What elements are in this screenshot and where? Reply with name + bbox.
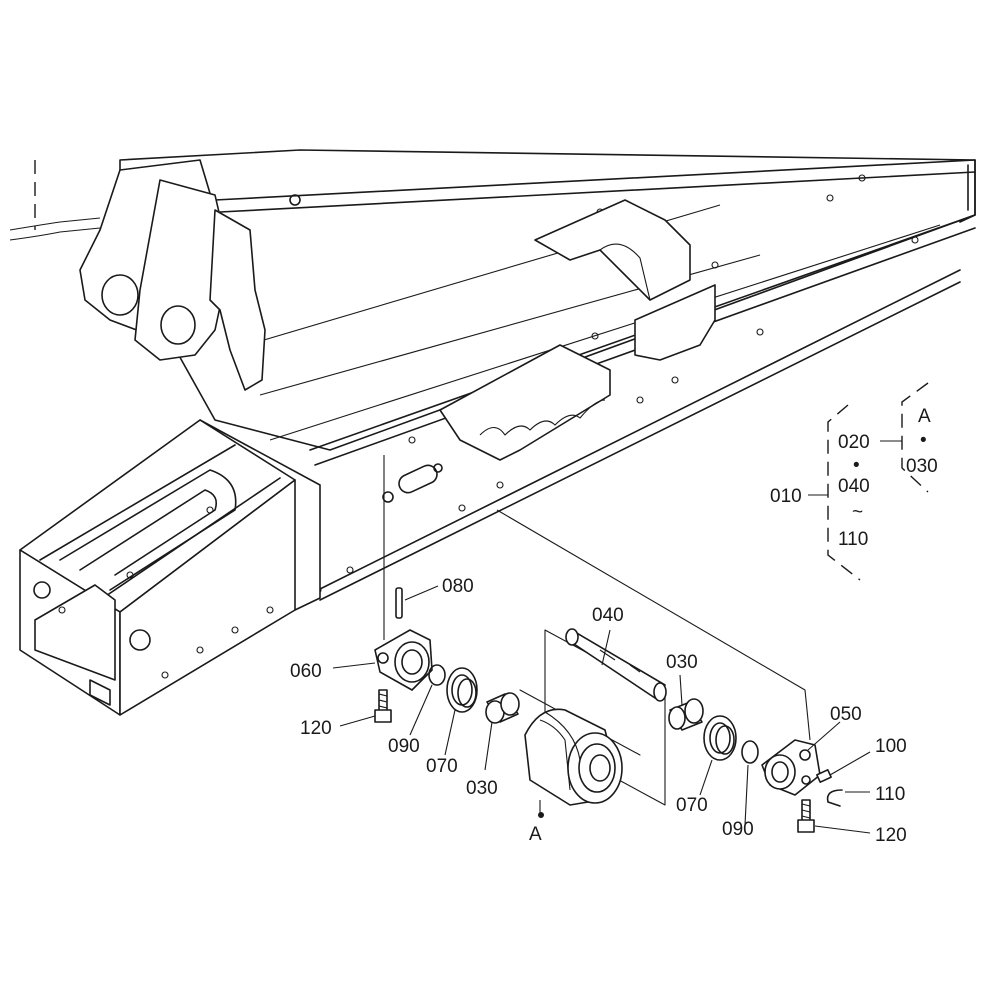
legend-020: 020 [838, 432, 870, 453]
callout-030-right: 030 [666, 652, 698, 673]
bolt-120-left [374, 689, 392, 723]
track-frame [9, 149, 976, 716]
assembly-legend: 010 020 • 040 ~ 110 A • 030 [770, 382, 938, 581]
bolt-120-right [797, 799, 815, 833]
callout-120-right: 120 [875, 825, 907, 846]
oring-090-left [428, 664, 446, 686]
legend-110: 110 [838, 529, 868, 550]
shaft-040 [565, 628, 667, 702]
legend-dot: • [853, 455, 860, 476]
callout-120-left: 120 [300, 718, 332, 739]
legend-group-A: A [918, 406, 931, 427]
legend-group-030: 030 [906, 456, 938, 477]
bushing-030-left [485, 692, 520, 724]
callout-070-right: 070 [676, 795, 708, 816]
callout-030-left: 030 [466, 778, 498, 799]
legend-tilde: ~ [852, 502, 863, 523]
callout-070-left: 070 [426, 756, 458, 777]
callout-060: 060 [290, 661, 322, 682]
snap-ring-110 [826, 789, 843, 807]
legend-040: 040 [838, 476, 870, 497]
callout-080: 080 [442, 576, 474, 597]
callout-110: 110 [875, 784, 905, 805]
track-roller-A [524, 708, 623, 818]
bushing-030-right [668, 698, 704, 731]
seal-070-right [703, 715, 737, 761]
callout-040: 040 [592, 605, 624, 626]
callout-090-right: 090 [722, 819, 754, 840]
callout-A-roller: A [529, 824, 542, 845]
seal-070-left [446, 667, 478, 713]
callout-100: 100 [875, 736, 907, 757]
callout-090-left: 090 [388, 736, 420, 757]
set-screw-100 [816, 769, 832, 783]
pin-080 [395, 587, 403, 619]
bearing-housing-060 [374, 629, 433, 691]
legend-group-dot: • [920, 430, 927, 451]
callout-050: 050 [830, 704, 862, 725]
oring-090-right [741, 740, 759, 764]
legend-010: 010 [770, 486, 802, 507]
bearing-housing-050 [761, 739, 821, 796]
callout-leaders [332, 585, 871, 834]
